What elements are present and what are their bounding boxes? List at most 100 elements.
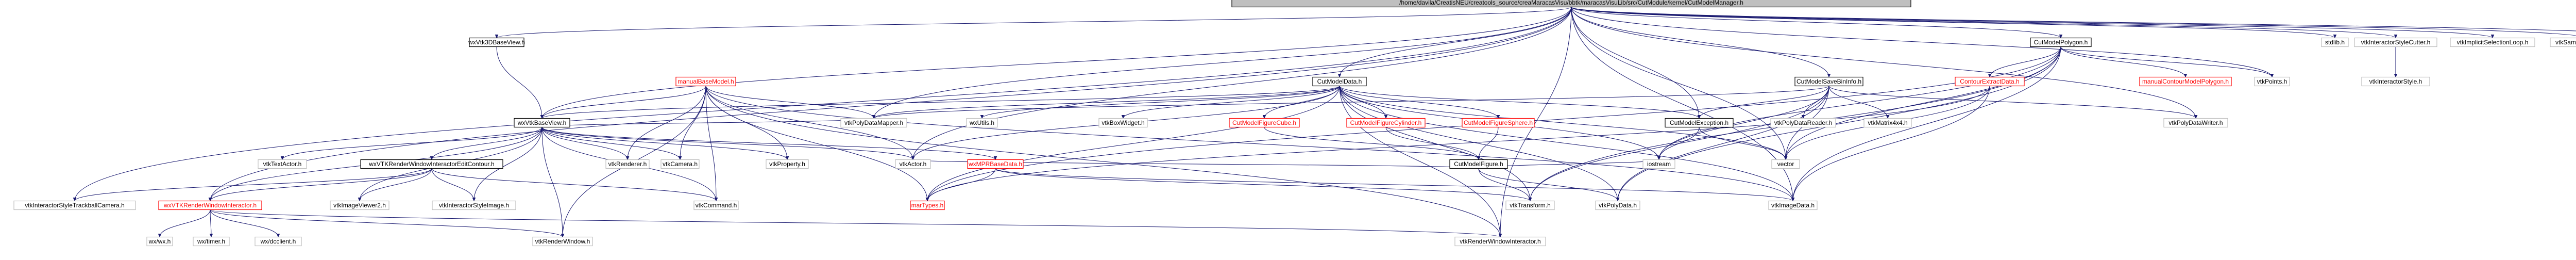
node-box	[146, 236, 173, 247]
node-manual-contour-model-polygon[interactable]: manualContourModelPolygon.h	[2139, 76, 2232, 87]
node-vtk-box-widget[interactable]: vtkBoxWidget.h	[1098, 118, 1148, 128]
edge-cut-model-figure-cylinder-to-cut-model-figure	[1385, 127, 1479, 160]
node-vtk-actor[interactable]: vtkActor.h	[895, 159, 931, 169]
node-vtk-transform[interactable]: vtkTransform.h	[1505, 200, 1555, 210]
edge-root-to-stdlib	[1571, 7, 2335, 38]
node-box	[675, 76, 736, 87]
node-label: vtkTransform.h	[1510, 202, 1551, 209]
node-wxwx[interactable]: wx/wx.h	[146, 236, 173, 247]
edge-root-to-vtk-poly-data-writer	[1571, 7, 2196, 119]
node-cut-model-polygon[interactable]: CutModelPolygon.h	[2030, 37, 2092, 47]
node-label: vtkImplicitSelectionLoop.h	[2457, 39, 2529, 46]
edge-root-to-vtk-points	[1571, 7, 2272, 77]
node-contour-extract-data[interactable]: ContourExtractData.h	[1955, 76, 2025, 87]
node-box	[1771, 159, 1800, 169]
node-wxdcclient[interactable]: wx/dcclient.h	[255, 236, 302, 247]
node-vtk-image-data[interactable]: vtkImageData.h	[1768, 200, 1818, 210]
node-vtk-poly-data-writer[interactable]: vtkPolyDataWriter.h	[2163, 118, 2228, 128]
node-cut-model-data[interactable]: CutModelData.h	[1312, 76, 1367, 87]
node-label: wxVtk3DBaseView.h	[468, 39, 525, 46]
edge-cut-model-figure-sphere-to-cut-model-figure	[1479, 127, 1499, 160]
node-vtk-renderer[interactable]: vtkRenderer.h	[605, 159, 650, 169]
node-wx-utils[interactable]: wxUtils.h	[966, 118, 998, 128]
node-vtk-command[interactable]: vtkCommand.h	[693, 200, 739, 210]
node-cut-model-figure-sphere[interactable]: CutModelFigureSphere.h	[1462, 118, 1535, 128]
node-box	[2139, 76, 2232, 87]
node-vtk-camera[interactable]: vtkCamera.h	[660, 159, 700, 169]
edge-cut-model-data-to-vtk-poly-data	[1339, 86, 1618, 201]
node-box	[1595, 200, 1640, 210]
node-vtk-points[interactable]: vtkPoints.h	[2254, 76, 2290, 87]
node-vtk-poly-data-mapper[interactable]: vtkPolyDataMapper.h	[840, 118, 907, 128]
node-label: vtkBoxWidget.h	[1101, 119, 1144, 126]
edge-cut-model-data-to-vtk-render-window-interactor	[1339, 86, 1500, 237]
edge-manual-base-model-to-vtk-render-window-interactor	[705, 86, 1500, 237]
node-wx-vtkrender-window-interactor[interactable]: wxVTKRenderWindowInteractor.h	[158, 200, 262, 210]
node-vtk-matrix4x4[interactable]: vtkMatrix4x4.h	[1863, 118, 1912, 128]
edge-wx-vtkrender-window-interactor-to-wxwx	[160, 209, 211, 237]
node-box	[840, 118, 907, 128]
edge-cut-model-save-bin-info-to-cut-model-exception	[1699, 86, 1829, 119]
node-vtk-poly-data[interactable]: vtkPolyData.h	[1595, 200, 1640, 210]
node-cut-model-figure[interactable]: CutModelFigure.h	[1449, 159, 1508, 169]
node-manual-base-model[interactable]: manualBaseModel.h	[675, 76, 736, 87]
node-iostream[interactable]: iostream	[1642, 159, 1675, 169]
node-stdlib[interactable]: stdlib.h	[2321, 37, 2349, 47]
edge-root-to-cut-model-polygon	[1571, 7, 2061, 38]
node-label: vtkActor.h	[900, 160, 927, 168]
node-label: marTypes.h	[911, 202, 944, 209]
node-vtk-poly-data-reader[interactable]: vtkPolyDataReader.h	[1770, 118, 1836, 128]
edge-wx-vtk-base-view-to-vtk-text-actor	[282, 127, 543, 160]
node-label: vtkPoints.h	[2257, 78, 2287, 85]
edge-cut-model-figure-cube-to-cut-model-figure	[1264, 127, 1479, 160]
node-wxtimer[interactable]: wx/timer.h	[193, 236, 230, 247]
node-label: vtkCommand.h	[696, 202, 737, 209]
edge-cut-model-data-to-vtk-box-widget	[1123, 86, 1340, 119]
node-vtk-text-actor[interactable]: vtkTextActor.h	[258, 159, 307, 169]
node-cut-model-figure-cube[interactable]: CutModelFigureCube.h	[1229, 118, 1300, 128]
node-vector[interactable]: vector	[1771, 159, 1800, 169]
edge-root-to-vtk-actor	[913, 7, 1572, 160]
node-vtk-interactor-style[interactable]: vtkInteractorStyle.h	[2361, 76, 2430, 87]
node-box	[2030, 37, 2092, 47]
node-vtk-render-window-interactor[interactable]: vtkRenderWindowInteractor.h	[1454, 236, 1546, 247]
node-wx-vtk-base-view[interactable]: wxVtkBaseView.h	[514, 118, 570, 128]
edge-cut-model-data-to-vtk-transform	[1339, 86, 1530, 201]
node-label: vtkImageData.h	[1771, 202, 1815, 209]
node-label: CutModelData.h	[1317, 78, 1362, 85]
node-vtk-interactor-style-trackball-camera[interactable]: vtkInteractorStyleTrackballCamera.h	[13, 200, 136, 210]
edge-cut-model-data-to-wx-utils	[982, 86, 1340, 119]
node-box	[360, 159, 503, 169]
node-label: vtkInteractorStyleTrackballCamera.h	[25, 202, 125, 209]
edge-wx-vtkrender-window-interactor-to-vtk-render-window-interactor	[210, 209, 1500, 237]
node-vtk-interactor-style-cutter[interactable]: vtkInteractorStyleCutter.h	[2354, 37, 2437, 47]
node-mar-types[interactable]: marTypes.h	[910, 200, 945, 210]
edge-cut-model-polygon-to-contour-extract-data	[1990, 46, 2061, 77]
node-box	[1229, 118, 1300, 128]
edge-root-to-vtk-image-data	[1571, 7, 1793, 201]
node-label: vtkRenderWindowInteractor.h	[1460, 238, 1540, 245]
node-vtk-sample-function[interactable]: vtkSampleFunction.h	[2550, 37, 2576, 47]
node-vtk-property[interactable]: vtkProperty.h	[766, 159, 809, 169]
node-label: vtkPolyDataReader.h	[1774, 119, 1833, 126]
node-cut-model-save-bin-info[interactable]: CutModelSaveBinInfo.h	[1794, 76, 1863, 87]
node-label: manualContourModelPolygon.h	[2142, 78, 2229, 85]
node-cut-model-figure-cylinder[interactable]: CutModelFigureCylinder.h	[1346, 118, 1426, 128]
edge-manual-base-model-to-vtk-actor	[705, 86, 913, 160]
dependency-nodes: /home/davila/CreatisNEU/creatools_source…	[13, 0, 2576, 247]
node-wx-vtk3-dbase-view[interactable]: wxVtk3DBaseView.h	[468, 37, 525, 47]
node-root[interactable]: /home/davila/CreatisNEU/creatools_source…	[1231, 0, 1911, 8]
edge-wx-vtkrender-window-interactor-edit-contour-to-vtk-command	[431, 168, 716, 201]
node-wx-mprbase-data[interactable]: wxMPRBaseData.h	[967, 159, 1024, 169]
node-vtk-render-window[interactable]: vtkRenderWindow.h	[532, 236, 593, 247]
node-cut-model-exception[interactable]: CutModelException.h	[1665, 118, 1734, 128]
edge-wx-vtk-base-view-to-vtk-render-window	[541, 127, 563, 237]
node-vtk-interactor-style-image[interactable]: vtkInteractorStyleImage.h	[432, 200, 516, 210]
node-vtk-image-viewer2[interactable]: vtkImageViewer2.h	[330, 200, 389, 210]
node-box	[766, 159, 809, 169]
node-label: vtkImageViewer2.h	[333, 202, 386, 209]
node-vtk-implicit-selection-loop[interactable]: vtkImplicitSelectionLoop.h	[2450, 37, 2535, 47]
edge-wx-vtkrender-window-interactor-edit-contour-to-wx-vtkrender-window-interactor	[210, 168, 432, 201]
edge-contour-extract-data-to-mar-types	[927, 86, 1990, 201]
node-wx-vtkrender-window-interactor-edit-contour[interactable]: wxVTKRenderWindowInteractorEditContour.h	[360, 159, 503, 169]
